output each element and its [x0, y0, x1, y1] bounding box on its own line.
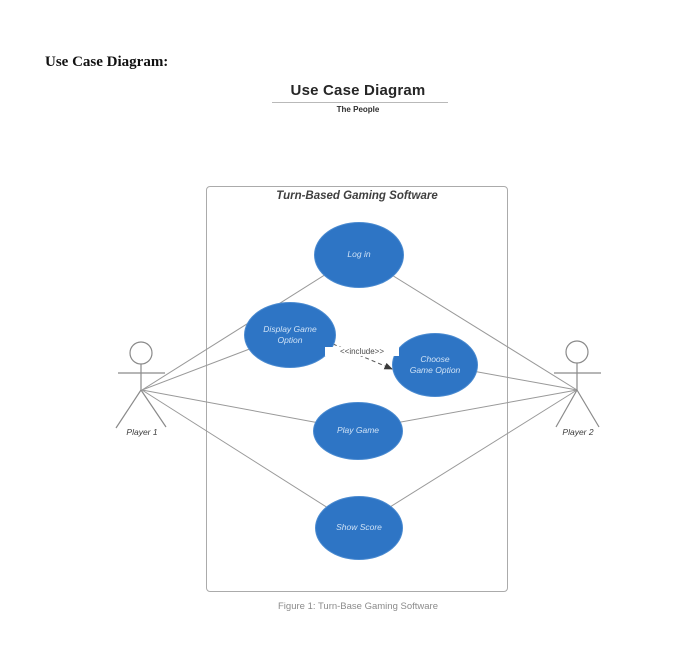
association-lines-player-1 — [141, 253, 359, 528]
actor-player-1-right-leg — [140, 389, 167, 428]
use-case-show-score-label: Show Score — [336, 522, 382, 533]
use-case-choose-game-option: Choose Game Option — [392, 333, 478, 397]
use-case-show-score: Show Score — [315, 496, 403, 560]
diagram-subtitle: The People — [336, 105, 380, 114]
use-case-display-game-option: Display Game Option — [244, 302, 336, 368]
assoc-player2-login — [357, 253, 578, 391]
actor-player-2-label: Player 2 — [562, 427, 594, 437]
use-case-choose-game-option-label: Choose Game Option — [409, 353, 461, 375]
actor-player-1-head — [129, 341, 153, 365]
use-case-play-game-label: Play Game — [336, 425, 380, 436]
document-heading: Use Case Diagram: — [45, 54, 169, 70]
figure-caption: Figure 1: Turn-Base Gaming Software — [278, 601, 438, 612]
use-case-display-game-option-label: Display Game Option — [263, 323, 317, 345]
actor-player-1-label: Player 1 — [126, 427, 158, 437]
use-case-play-game: Play Game — [313, 402, 403, 460]
assoc-player1-show-score — [141, 389, 359, 528]
assoc-player2-show-score — [357, 389, 578, 528]
actor-player-2-head — [565, 340, 589, 364]
use-case-log-in-label: Log in — [347, 249, 371, 260]
actor-player-2-right-leg — [576, 389, 600, 428]
actor-player-1-figure — [115, 341, 167, 429]
actor-player-1-left-leg — [115, 389, 142, 429]
title-underline — [272, 102, 448, 103]
actor-player-2-left-leg — [555, 389, 578, 428]
association-lines-player-2 — [356, 253, 578, 528]
system-boundary-label: Turn-Based Gaming Software — [276, 190, 438, 202]
include-stereotype-label: <<include>> — [325, 347, 399, 356]
diagram-title: Use Case Diagram — [290, 82, 426, 99]
actor-player-2-figure — [554, 340, 601, 428]
use-case-log-in: Log in — [314, 222, 404, 288]
